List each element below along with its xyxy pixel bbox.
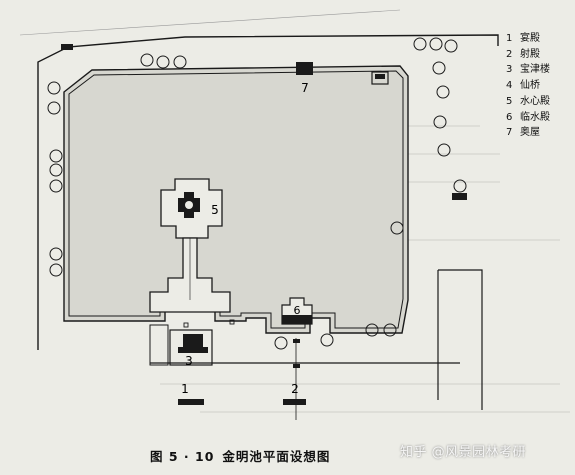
legend-number: 4 (506, 80, 513, 92)
legend-name: 临水殿 (520, 111, 550, 123)
tree (47, 81, 61, 95)
tree (320, 333, 334, 347)
figure-number: 图 5 · 10 (150, 449, 215, 464)
tree (274, 336, 288, 350)
legend-number: 6 (506, 111, 513, 123)
legend-name: 射殿 (520, 48, 540, 60)
plan-label-6: 6 (294, 304, 301, 317)
legend-item: 1 宴殿 (506, 31, 550, 47)
tree (433, 115, 447, 129)
trees (47, 37, 467, 350)
archery-hall-2 (283, 399, 306, 405)
tree (173, 55, 187, 69)
pond-embankment-outer (63, 65, 409, 334)
boathouse-7 (296, 62, 313, 75)
treasure-tower-3 (183, 334, 203, 348)
legend-name: 仙桥 (520, 80, 540, 92)
treasure-tower-base (178, 347, 208, 353)
source-watermark: 知乎 @风景园林考研 (400, 445, 527, 460)
legend-number: 5 (506, 95, 513, 107)
tree (156, 55, 170, 69)
figure-caption: 图 5 · 10 金明池平面设想图 (150, 446, 330, 465)
plan-label-5: 5 (211, 203, 219, 217)
tree (437, 143, 451, 157)
plan-label-7: 7 (301, 81, 309, 95)
legend: 1 宴殿 2 射殿 3 宝津楼 4 仙桥 5 水心殿 6 临水殿 7 奥屋 (506, 31, 550, 141)
south-gate-marker-b (293, 364, 300, 368)
tree (49, 263, 63, 277)
outer-enclosure-wall (37, 34, 499, 350)
bridge-gate-marker (183, 322, 189, 328)
tree (413, 37, 427, 51)
tree (49, 179, 63, 193)
waterside-hall-6 (282, 315, 312, 324)
tree (432, 61, 446, 75)
pond (63, 65, 409, 334)
figure-title: 金明池平面设想图 (222, 449, 331, 464)
immortal-bridge-4 (149, 237, 231, 313)
tree (444, 39, 458, 53)
outer-gate-north (61, 44, 73, 50)
tree (429, 37, 443, 51)
tree (453, 179, 467, 193)
east-outer-wall (438, 269, 483, 410)
tree (49, 149, 63, 163)
legend-item: 3 宝津楼 (506, 62, 550, 78)
plan-label-2: 2 (291, 382, 299, 396)
legend-item: 4 仙桥 (506, 78, 550, 94)
outer-wall-gap-segment (19, 9, 401, 36)
legend-name: 水心殿 (520, 95, 550, 107)
legend-item: 7 奥屋 (506, 125, 550, 141)
tree (436, 85, 450, 99)
legend-name: 奥屋 (520, 127, 540, 139)
legend-name: 宝津楼 (520, 64, 550, 76)
legend-number: 3 (506, 64, 513, 76)
legend-number: 7 (506, 127, 513, 139)
tree (47, 101, 61, 115)
legend-item: 6 临水殿 (506, 110, 550, 126)
banquet-hall-1 (178, 399, 204, 405)
plan-label-3: 3 (185, 354, 193, 368)
south-gate-marker-a (293, 339, 300, 343)
legend-number: 2 (506, 48, 513, 60)
tree (140, 53, 154, 67)
plan-label-1: 1 (181, 382, 189, 396)
small-pavilion-roof (375, 74, 385, 79)
legend-number: 1 (506, 33, 513, 44)
legend-name: 宴殿 (520, 33, 540, 44)
tree (49, 247, 63, 261)
legend-item: 2 射殿 (506, 47, 550, 63)
embankment-pier-marker (229, 319, 235, 325)
southwest-enclosure (149, 324, 169, 366)
legend-item: 5 水心殿 (506, 94, 550, 110)
east-gate-house (452, 193, 467, 200)
small-pavilion-north (371, 71, 389, 85)
tree (383, 323, 397, 337)
tree (49, 163, 63, 177)
tree (390, 221, 404, 235)
island (160, 178, 223, 239)
tree (365, 323, 379, 337)
water-heart-hall-core (185, 201, 193, 209)
